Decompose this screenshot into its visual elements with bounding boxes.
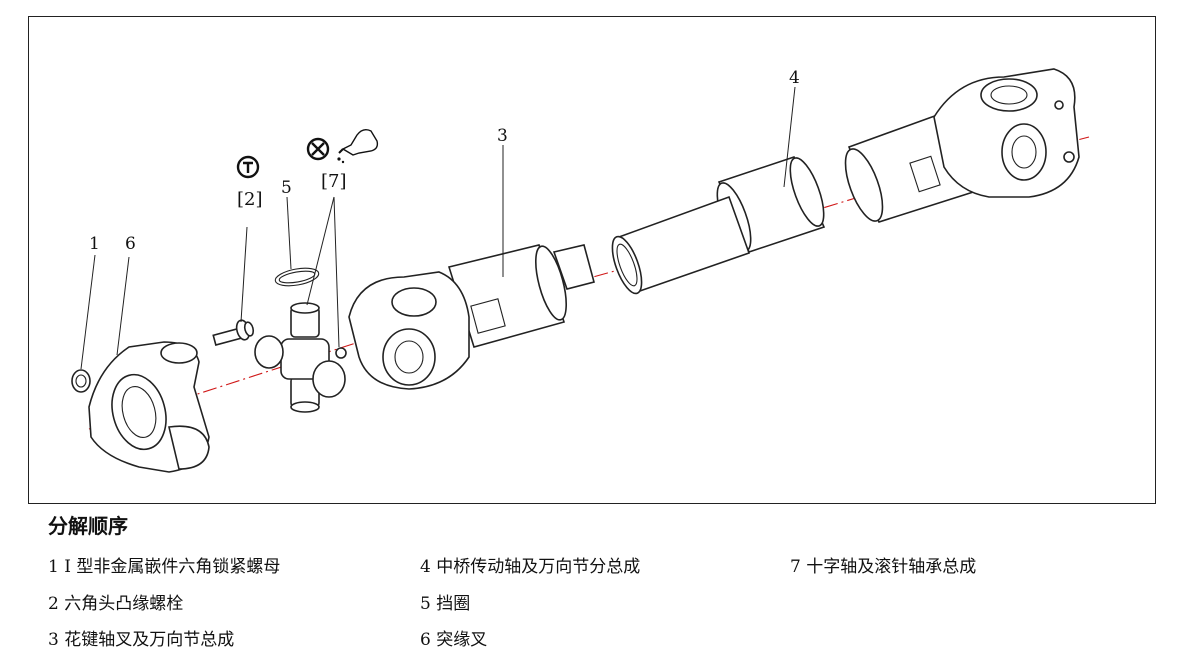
leader-6: [116, 256, 130, 356]
legend-item-6: 6 突缘叉: [420, 630, 488, 650]
leader-7b: [333, 196, 340, 348]
legend-item-5: 5 挡圈: [420, 594, 471, 614]
diagram-frame: 1 6 5 3 4 [2] [7]: [28, 16, 1156, 504]
callout-5: 5: [281, 178, 292, 198]
callout-3: 3: [497, 126, 508, 146]
callout-2-bracket: [2]: [237, 189, 263, 210]
part-4-intermediate-shaft: [611, 68, 1080, 295]
part-2-flange-bolt: [212, 319, 255, 346]
legend-item-3: 3 花键轴叉及万向节总成: [48, 630, 235, 650]
leader-4: [783, 86, 796, 188]
grease-gun-icon: [337, 128, 379, 164]
legend-item-1: 1 I 型非金属嵌件六角锁紧螺母: [48, 557, 281, 577]
callout-7-bracket: [7]: [321, 171, 347, 192]
callout-4: 4: [789, 68, 800, 88]
legend-item-2: 2 六角头凸缘螺栓: [48, 594, 184, 614]
part-6-flange-yoke: [88, 341, 210, 473]
part-3-spline-yoke: [348, 244, 595, 390]
callout-6: 6: [125, 234, 136, 254]
torque-symbol-icon: [236, 155, 260, 179]
legend-item-4: 4 中桥传动轴及万向节分总成: [420, 557, 641, 577]
callout-1: 1: [89, 234, 100, 254]
leader-1: [80, 254, 96, 370]
leader-7a: [306, 196, 335, 306]
part-7-cross-bearing: [254, 302, 347, 413]
exploded-view-diagram: 1 6 5 3 4 [2] [7]: [71, 68, 1090, 473]
leader-2: [240, 226, 248, 323]
legend-title: 分解顺序: [48, 514, 128, 538]
part-1-lock-nut: [71, 369, 91, 393]
part-5-snap-ring: [274, 267, 320, 287]
no-grease-icon: [306, 137, 330, 161]
legend-item-7: 7 十字轴及滚针轴承总成: [790, 557, 977, 577]
leader-5: [286, 196, 292, 270]
